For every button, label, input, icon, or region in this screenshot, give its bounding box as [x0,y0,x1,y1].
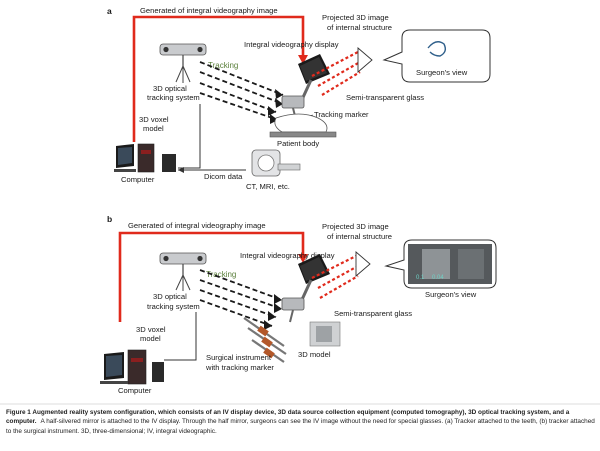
tracking-label-b: Tracking [206,270,236,279]
caption-body: A half-silvered mirror is attached to th… [6,418,595,435]
red-arrowhead-a [298,55,308,64]
instrument-label-b-2: with tracking marker [205,363,274,372]
computer-b [100,349,164,385]
tracking-rays-a [199,61,284,124]
projected-label-a-2: of internal structure [327,23,392,32]
voxel-label-a-1: 3D voxel [139,115,169,124]
tracker-label-b-1: 3D optical [153,292,187,301]
red-arrowhead-b [298,254,308,263]
panel-b: b Generated of integral videography imag… [100,214,497,395]
tracker-label-a-2: tracking system [147,93,200,102]
eye-cone-b [355,251,371,277]
projection-rays-a [311,47,373,96]
ct-scanner-a [251,149,301,177]
optical-tracker-b [159,252,207,291]
tracker-label-a-1: 3D optical [153,84,187,93]
view-readout-1: 0.1 [416,275,425,281]
iv-display-device-b [281,254,330,323]
projected-label-b-2: of internal structure [327,232,392,241]
computer-a [114,143,176,173]
surgeons-view-bubble-b: 0.1 0.04 [384,239,497,289]
semi-glass-label-a: Semi-transparent glass [346,93,424,102]
projection-rays-b [311,251,371,299]
patient-body-a [269,113,337,138]
voxel-label-a-2: model [143,124,164,133]
eye-cone-a [357,47,373,73]
voxel-label-b-1: 3D voxel [136,325,166,334]
tracking-label-a: Tracking [208,61,238,70]
iv-display-device-a [281,54,330,125]
instrument-label-b-1: Surgical instrument [206,353,272,362]
generated-label-b: Generated of integral videography image [128,221,266,230]
panel-b-label: b [107,214,112,224]
surgeons-view-bubble-a: Surgeon's view [382,29,491,83]
iv-display-label-b: Integral videography display [240,251,335,260]
tracking-rays-b [199,269,283,330]
tracker-data-line-b [164,312,197,361]
red-generation-line-a [132,15,305,142]
surgeons-view-label-a: Surgeon's view [416,68,468,77]
patient-body-label-a: Patient body [277,139,319,148]
tracker-data-line-a [178,104,201,169]
generated-label-a: Generated of integral videography image [140,6,278,15]
dicom-label-a: Dicom data [204,172,243,181]
tracking-marker-label-a: Tracking marker [314,110,369,119]
view-readout-2: 0.04 [432,275,444,281]
panel-a: a Generated of integral videography imag… [107,6,491,191]
projected-label-b-1: Projected 3D image [322,222,389,231]
semi-glass-label-b: Semi-transparent glass [334,309,412,318]
iv-display-label-a: Integral videography display [244,40,339,49]
panel-a-label: a [107,6,112,16]
ct-mri-label-a: CT, MRI, etc. [246,182,290,191]
surgical-instruments-b [243,317,287,363]
voxel-label-b-2: model [140,334,161,343]
red-generation-line-b [118,231,305,322]
model-3d-photo-b [309,321,341,347]
view-shape-icon [427,41,447,57]
optical-tracker-a [159,43,207,83]
caption-title: Figure 1 Augmented reality system config… [6,409,570,426]
tracker-label-b-2: tracking system [147,302,200,311]
model-3d-label-b: 3D model [298,350,331,359]
figure-caption: Figure 1 Augmented reality system config… [6,408,596,436]
surgeons-view-label-b: Surgeon's view [425,290,477,299]
projected-label-a-1: Projected 3D image [322,13,389,22]
computer-label-a: Computer [121,175,155,184]
computer-label-b: Computer [118,386,152,395]
